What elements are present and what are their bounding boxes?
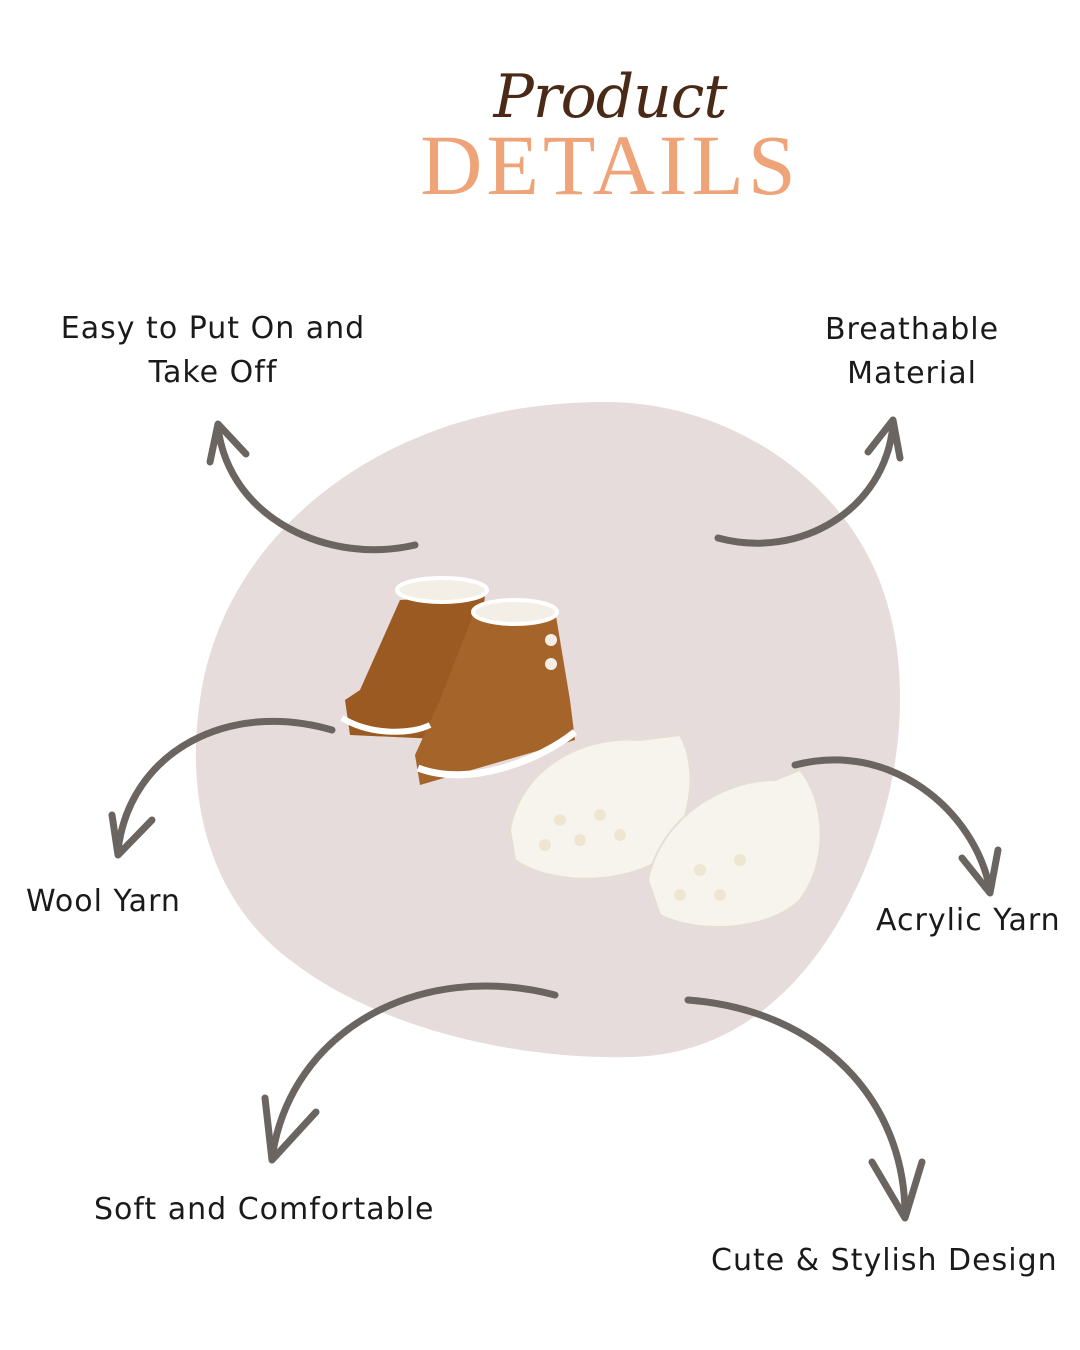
arrow-icon <box>206 420 419 554</box>
feature-label-line: Breathable <box>824 312 1000 347</box>
brown-booties-image <box>340 576 578 785</box>
arrow-icon <box>791 756 1002 897</box>
title-main: DETAILS <box>420 117 800 213</box>
feature-soft-comfortable: Soft and Comfortable <box>94 1192 435 1227</box>
feature-cute-stylish: Cute & Stylish Design <box>711 1243 1058 1278</box>
arrow-icon <box>261 982 559 1164</box>
arrow-icon <box>684 996 926 1222</box>
feature-acrylic-yarn: Acrylic Yarn <box>876 903 1061 938</box>
title-script: Product <box>493 62 728 132</box>
white-shoes-image <box>508 733 822 928</box>
arrow-icon <box>714 416 904 547</box>
feature-label-line: Material <box>847 356 977 391</box>
feature-easy-on-off: Easy to Put On and Take Off <box>33 307 393 395</box>
feature-label-line: Take Off <box>148 355 278 390</box>
feature-breathable: Breathable Material <box>772 308 1052 396</box>
feature-label-line: Easy to Put On and <box>60 311 366 346</box>
feature-wool-yarn: Wool Yarn <box>26 884 181 919</box>
arrow-icon <box>108 718 336 859</box>
